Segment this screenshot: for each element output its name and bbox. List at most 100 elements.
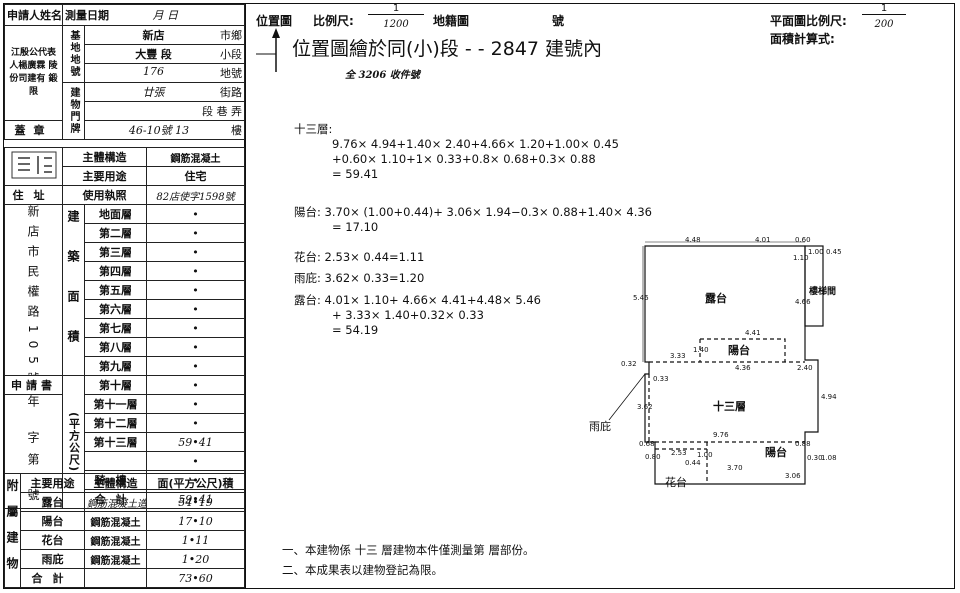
floor-value: • — [146, 318, 245, 338]
floor-name: 第二層 — [84, 223, 147, 243]
annex-area: 54•19 — [146, 492, 245, 512]
header-table: 申請人姓名 測量日期 月 日 江殷公代表人楊廣霖 陵份司建有 鍛限 基地地號 新… — [4, 4, 245, 140]
seal-stamp-icon — [11, 151, 56, 179]
license-label: 使用執照 — [62, 185, 147, 205]
street-unit: 街路 — [220, 86, 242, 99]
lot-no: 176 — [143, 65, 164, 78]
annex-use: 露台 — [20, 492, 85, 512]
calc-balcony: 陽台: 3.70× (1.00+0.44)+ 3.06× 1.94−0.3× 0… — [294, 205, 652, 235]
survey-date: 月 日 — [152, 9, 179, 22]
calc-canopy: 雨庇: 3.62× 0.33=1.20 — [294, 271, 424, 286]
floor-value: • — [146, 242, 245, 262]
note-line: 二、本成果表以建物登記為限。 — [282, 563, 443, 577]
plan-balcony-bottom-label: 陽台 — [765, 445, 787, 459]
plan-dim: 3.62 — [637, 403, 653, 411]
calc-line: + 3.33× 1.40+0.32× 0.33 — [332, 308, 484, 322]
district: 新店 — [142, 29, 165, 42]
floor-plan: 4.48 4.01 0.60 1.10 1.00 0.45 5.46 4.66 … — [589, 236, 842, 489]
lot-unit: 地號 — [220, 67, 242, 80]
scale-label: 比例尺: — [313, 14, 354, 28]
area-calc-label: 面積計算式: — [770, 32, 835, 46]
plan-dim: 4.01 — [755, 236, 771, 244]
floor-value: • — [146, 261, 245, 281]
annex-structure: 鋼筋混凝土造 — [84, 492, 147, 512]
scale-den: 1200 — [383, 19, 409, 30]
annex-side-label: 附屬建物 — [4, 473, 21, 588]
north-arrow-icon — [256, 28, 280, 72]
annex-total-label: 合計 — [20, 568, 85, 588]
main-use: 住宅 — [146, 166, 245, 186]
floor-value: • — [146, 223, 245, 243]
calc-13f: 十三層: 9.76× 4.94+1.40× 2.40+4.66× 1.20+1.… — [294, 122, 619, 182]
scale-num: 1 — [368, 3, 424, 15]
plan-dim: 0.68 — [639, 440, 655, 448]
floor-value: • — [146, 356, 245, 376]
calc-title: 露台: — [294, 293, 321, 307]
floor-value: • — [146, 299, 245, 319]
plan-dim: 1.00 — [808, 248, 824, 256]
plan-dim: 3.70 — [727, 464, 743, 472]
plan-terrace-label: 露台 — [705, 291, 727, 305]
floor-name: 第十一層 — [84, 394, 147, 414]
applicant-label: 申請人姓名 — [4, 4, 63, 26]
annex-header: 主要用途 — [20, 473, 85, 493]
calc-line: = 17.10 — [332, 220, 379, 234]
position-label: 位置圖 — [256, 14, 293, 28]
plan-dim: 1.08 — [821, 454, 837, 462]
section: 大豐 — [135, 48, 158, 61]
floor-value: • — [146, 280, 245, 300]
floor-name: 第五層 — [84, 280, 147, 300]
main-use-label: 主要用途 — [62, 166, 147, 186]
calc-line: 3.70× (1.00+0.44)+ 3.06× 1.94−0.3× 0.88+… — [324, 205, 653, 219]
annex-use: 花台 — [20, 530, 85, 550]
note-line: 一、本建物係 十三 層建物本件僅測量第 層部份。 — [282, 543, 535, 557]
plan-balcony-top-label: 陽台 — [728, 343, 750, 357]
annex-use: 陽台 — [20, 511, 85, 531]
survey-date-label: 測量日期 — [65, 9, 109, 22]
subsection-unit: 小段 — [220, 48, 242, 61]
document-frame — [3, 3, 955, 589]
plan-dim: 4.36 — [735, 364, 751, 372]
floor-name: 第六層 — [84, 299, 147, 319]
floor-value: 59•41 — [146, 432, 245, 452]
plan-dim: 4.66 — [795, 298, 811, 306]
annex-total: 73•60 — [146, 568, 245, 588]
plan-dim: 2.40 — [797, 364, 813, 372]
main-structure: 鋼筋混凝土 — [146, 147, 245, 167]
plan-dim: 3.06 — [785, 472, 801, 480]
calc-line: 2.53× 0.44=1.11 — [324, 250, 425, 264]
annex-area: 17•10 — [146, 511, 245, 531]
plan-dim: 1.10 — [793, 254, 809, 262]
lane-unit: 段 巷 弄 — [84, 101, 245, 121]
main-structure-label: 主體構造 — [62, 147, 147, 167]
floor-name: 第七層 — [84, 318, 147, 338]
annex-area: 1•20 — [146, 549, 245, 569]
floor-value: • — [146, 413, 245, 433]
plan-dim: 3.33 — [670, 352, 686, 360]
calc-title: 雨庇: — [294, 271, 321, 285]
annex-header: 主體構造 — [84, 473, 147, 493]
floor-value: • — [146, 394, 245, 414]
floorplan-scale-label: 平面圖比例尺: — [770, 14, 847, 28]
address: 新店市民權路105號二樓 — [4, 204, 63, 376]
floor-value: • — [146, 204, 245, 224]
door-number: 46-10號 13 — [128, 124, 190, 137]
plan-dim: 1.00 — [697, 451, 713, 459]
plan-stair-label: 樓梯間 — [809, 285, 836, 297]
calc-line: = 54.19 — [332, 323, 379, 337]
calc-title: 花台: — [294, 250, 321, 264]
plan-floor13-label: 十三層 — [713, 399, 746, 413]
street: 廿張 — [142, 86, 165, 99]
license: 82店使字1598號 — [146, 185, 245, 205]
floor-name: 第八層 — [84, 337, 147, 357]
annex-area: 1•11 — [146, 530, 245, 550]
calc-title: 十三層: — [294, 122, 333, 136]
position-note: 位置圖繪於同(小)段 - - 2847 建號內 — [292, 38, 603, 60]
annex-structure: 鋼筋混凝土 — [84, 549, 147, 569]
number-label: 號 — [552, 14, 565, 28]
plan-dim: 9.76 — [713, 431, 729, 439]
seal-label: 蓋章 — [4, 120, 63, 140]
floorplan-scale-num: 1 — [862, 3, 906, 15]
receipt-note: 全 3206 收件號 — [345, 70, 420, 81]
floorplan-scale-den: 200 — [874, 19, 894, 30]
